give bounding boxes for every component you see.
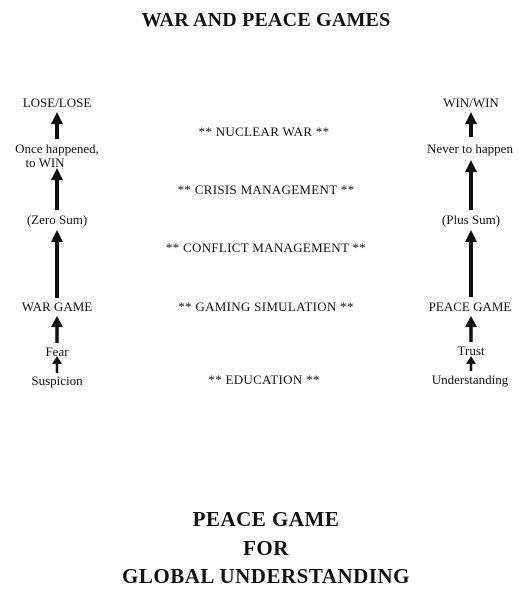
label-once-happened: Once happened, [15, 141, 99, 156]
label-win-win: WIN/WIN [443, 95, 499, 110]
arrow-never-to-win-win [465, 112, 477, 137]
footer-line-peace-game: PEACE GAME [192, 507, 340, 531]
arrow-fear-to-war-game [51, 316, 63, 343]
label-education: ** EDUCATION ** [208, 372, 320, 387]
arrow-peace-game-to-plus-sum [465, 230, 477, 297]
label-crisis-management: ** CRISIS MANAGEMENT ** [177, 182, 355, 197]
label-war-game: WAR GAME [21, 299, 93, 314]
diagram-title: WAR AND PEACE GAMES [141, 9, 391, 31]
arrow-plus-sum-to-never [465, 160, 477, 210]
arrow-suspicion-to-fear [52, 356, 62, 373]
label-nuclear-war: ** NUCLEAR WAR ** [198, 124, 330, 139]
label-to-win: to WIN [25, 155, 65, 170]
label-never-to-happen: Never to happen [427, 141, 513, 156]
label-fear: Fear [45, 344, 69, 359]
arrow-win-to-lose-lose [51, 112, 63, 139]
footer-line-for: FOR [243, 536, 289, 560]
label-plus-sum: (Plus Sum) [441, 212, 501, 227]
label-zero-sum: (Zero Sum) [26, 212, 88, 227]
label-peace-game: PEACE GAME [428, 299, 512, 314]
arrow-understanding-to-trust [466, 356, 476, 371]
arrow-trust-to-peace-game [465, 316, 477, 342]
label-gaming-simulation: ** GAMING SIMULATION ** [178, 299, 354, 314]
footer-line-global-understanding: GLOBAL UNDERSTANDING [122, 564, 410, 588]
label-suspicion: Suspicion [31, 373, 83, 388]
label-conflict-management: ** CONFLICT MANAGEMENT ** [165, 240, 367, 255]
arrow-war-game-to-zero-sum [51, 230, 63, 298]
label-trust: Trust [457, 343, 485, 358]
label-lose-lose: LOSE/LOSE [22, 95, 92, 110]
arrow-zero-sum-to-win [51, 168, 63, 210]
label-understanding: Understanding [431, 372, 509, 387]
